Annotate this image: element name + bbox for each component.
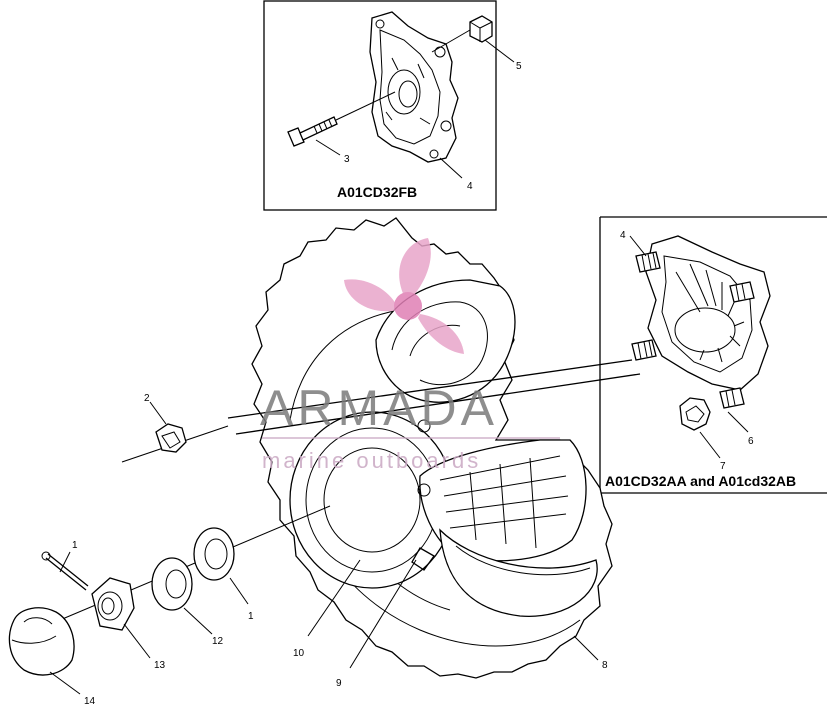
inset-frame-top [263, 0, 497, 211]
callout-10: 10 [293, 648, 305, 659]
propeller-blade-left [344, 279, 398, 312]
washer-part: 12 [151, 557, 224, 647]
callout-2: 2 [144, 393, 150, 404]
callout-3: 3 [344, 154, 350, 165]
callout-12: 12 [212, 636, 224, 647]
propeller-blade-right [418, 314, 464, 354]
propeller-hub [394, 292, 422, 320]
propeller-blade-top [399, 238, 431, 300]
callout-9: 9 [336, 678, 342, 689]
watermark-tagline: marine outboards [262, 448, 481, 473]
callout-13: 13 [154, 660, 166, 671]
inset-box-right: 4 6 7 A01CD32AA and A01cd32AB [599, 216, 827, 494]
callout-6: 6 [748, 436, 754, 447]
lug-nut-part [469, 15, 493, 43]
flange-nut-part [679, 397, 711, 431]
watermark-brand: ARMADA [260, 380, 498, 436]
spacer-washer-part: 1 [193, 527, 254, 622]
axle-nut-part: 2 [144, 393, 187, 453]
callout-1-washer: 1 [248, 611, 254, 622]
inset-box-top: 5 3 4 A01CD32FB [263, 0, 522, 211]
inset-label-right: A01CD32AA and A01cd32AB [605, 473, 796, 489]
callout-5: 5 [516, 61, 522, 72]
callout-4-right: 4 [620, 230, 626, 241]
inset-label-top: A01CD32FB [337, 184, 417, 200]
callout-7: 7 [720, 461, 726, 472]
callout-4-top: 4 [467, 181, 473, 192]
propeller-logo [344, 238, 464, 354]
callout-14: 14 [84, 696, 96, 705]
stud-hub-part [631, 235, 771, 409]
armada-watermark: ARMADA marine outboards [260, 238, 560, 473]
cotter-pin-part: 1 [41, 540, 89, 591]
hub-flange-part [369, 11, 459, 163]
callout-1: 1 [72, 540, 78, 551]
castle-nut-part: 13 [91, 577, 166, 671]
callout-8: 8 [602, 660, 608, 671]
hub-cap-part: 14 [8, 607, 96, 707]
bolt-part [287, 116, 338, 147]
